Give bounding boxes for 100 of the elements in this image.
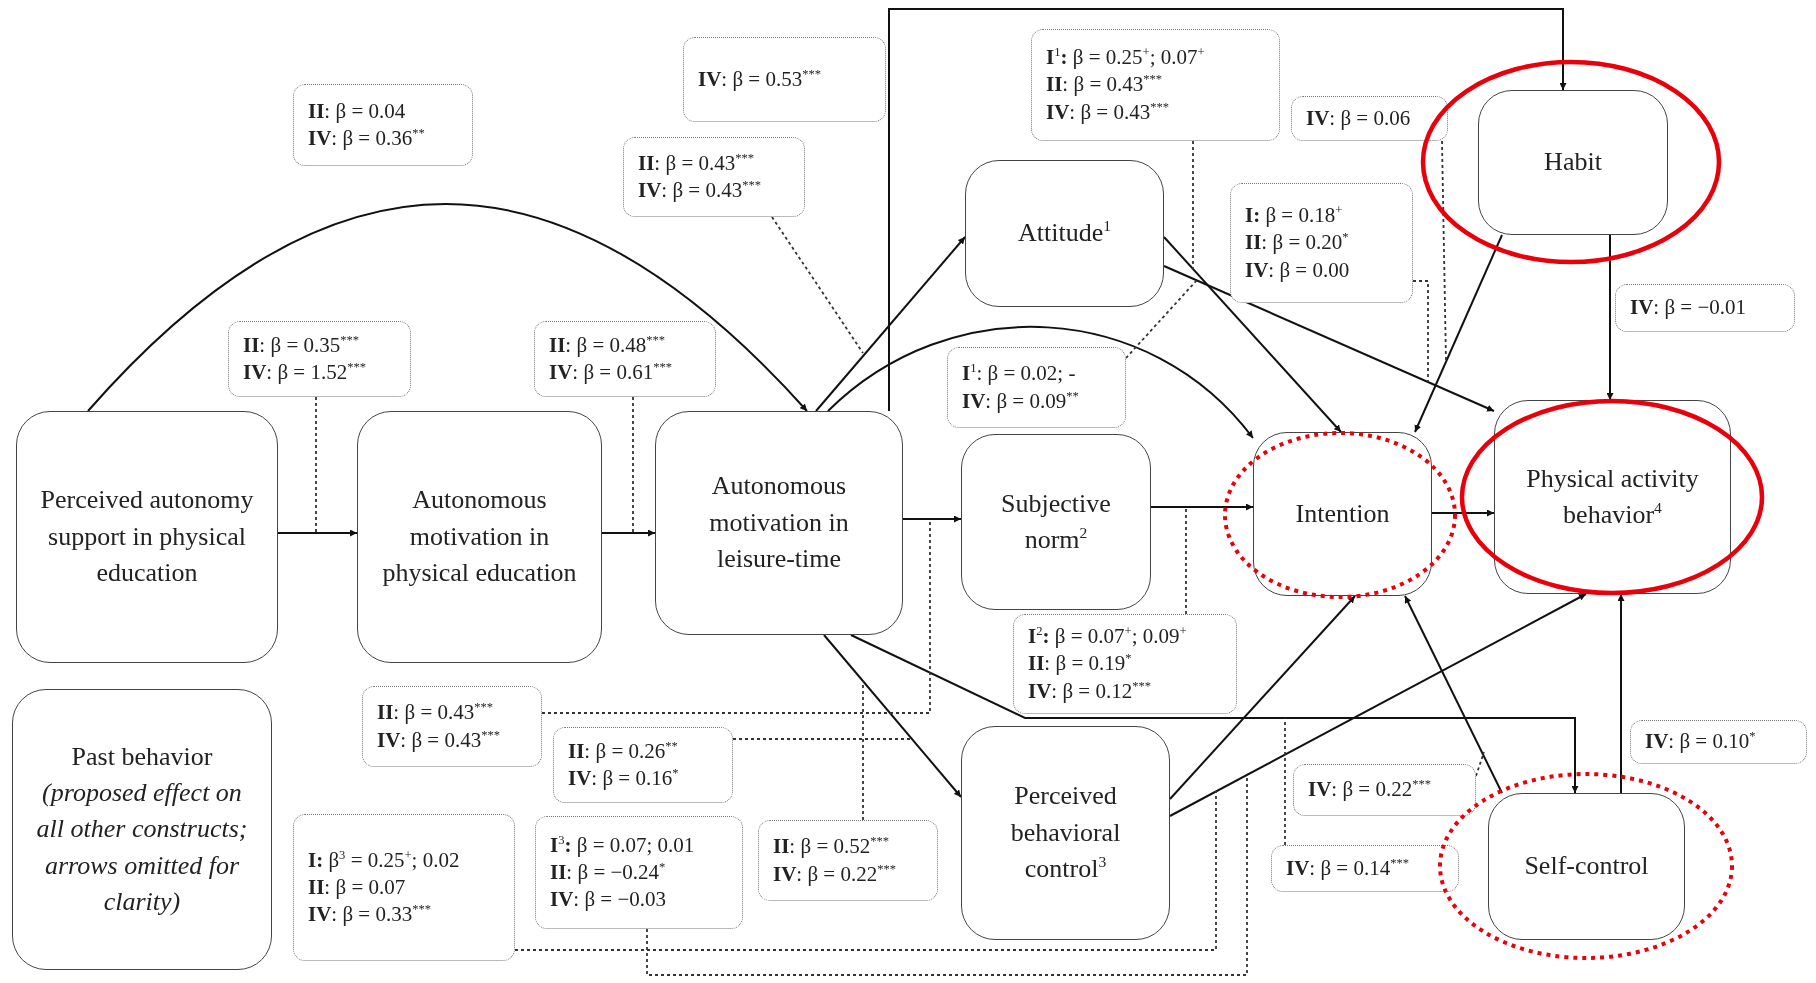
arrow bbox=[1617, 593, 1625, 794]
coefficient-box bbox=[1615, 284, 1795, 332]
construct-box bbox=[965, 160, 1164, 307]
coefficient-box bbox=[1271, 845, 1459, 892]
path-coefficient: IV: β = 0.43$^{***}$ bbox=[377, 726, 501, 754]
coefficient-box bbox=[293, 814, 515, 961]
path-coefficient: IV: β = 1.52$^{***}$ bbox=[243, 359, 367, 386]
path-coefficient: IV: β = 0.00 bbox=[1245, 256, 1350, 284]
construct-label: Past behavior bbox=[71, 740, 213, 773]
arrow bbox=[1150, 503, 1254, 511]
coefficient-box bbox=[293, 84, 473, 166]
construct-box bbox=[12, 689, 272, 970]
path-coefficient: I: β$^{3}$ = 0.25$^{+}$; 0.02 bbox=[308, 846, 460, 874]
leader-line bbox=[771, 216, 864, 354]
construct-box bbox=[357, 411, 602, 663]
path-coefficient: IV: β = 0.16$^{*}$ bbox=[568, 765, 679, 792]
path-coefficient: IV: β = 0.61$^{***}$ bbox=[549, 359, 673, 386]
arrow bbox=[1163, 265, 1495, 412]
construct-label: (proposed effect on all other constructs; arrows omitted for clarity) bbox=[35, 776, 249, 919]
arrow bbox=[601, 529, 656, 537]
leader-line bbox=[1475, 751, 1485, 777]
construct-box bbox=[961, 726, 1170, 940]
arrow bbox=[1606, 234, 1614, 401]
path-coefficient: II: β = 0.26$^{**}$ bbox=[568, 737, 678, 765]
construct-box bbox=[1488, 793, 1685, 940]
construct-label: Autonomous motivation in leisure-time bbox=[708, 470, 850, 576]
construct-label: Autonomous motivation in physical education bbox=[381, 484, 578, 590]
leader-line bbox=[1185, 506, 1187, 615]
leader-line bbox=[315, 396, 317, 534]
arrow bbox=[827, 326, 1254, 439]
coefficient-box bbox=[1031, 29, 1280, 141]
path-coefficient: IV: β = 0.12$^{***}$ bbox=[1028, 677, 1152, 705]
path-coefficient: IV: β = 0.22$^{***}$ bbox=[773, 860, 897, 888]
construct-box bbox=[1478, 90, 1668, 235]
path-coefficient: II: β = 0.43$^{***}$ bbox=[1046, 71, 1163, 99]
construct-label: Subjective norm$^{2}$ bbox=[1000, 487, 1112, 556]
leader-line bbox=[1441, 140, 1447, 363]
path-coefficient: I$^{2}$: β = 0.07$^{+}$; 0.09$^{+}$ bbox=[1028, 623, 1187, 651]
leader-line bbox=[1125, 279, 1198, 359]
arrow bbox=[850, 634, 1579, 794]
leader-line bbox=[862, 680, 864, 821]
arrow bbox=[1169, 595, 1356, 800]
path-coefficient: II: β = 0.43$^{***}$ bbox=[377, 699, 494, 727]
construct-label: Perceived behavioral control$^{3}$ bbox=[1009, 780, 1122, 886]
arrow bbox=[1163, 236, 1342, 433]
construct-label: Self-control bbox=[1524, 850, 1649, 883]
coefficient-box bbox=[1630, 720, 1807, 764]
coefficient-box bbox=[683, 37, 886, 122]
arrow bbox=[815, 236, 966, 412]
arrow bbox=[277, 529, 358, 537]
path-coefficient: I: β = 0.18$^{+}$ bbox=[1245, 202, 1343, 230]
construct-box bbox=[16, 411, 278, 663]
path-coefficient: IV: β = 0.43$^{***}$ bbox=[638, 177, 762, 204]
leader-line bbox=[632, 396, 634, 534]
coefficient-box bbox=[228, 321, 411, 397]
coefficient-box bbox=[534, 321, 716, 397]
construct-box bbox=[961, 434, 1151, 610]
path-coefficient: I$^{1}$: β = 0.02; - bbox=[962, 360, 1076, 388]
construct-label: Perceived autonomy support in physical education bbox=[39, 484, 255, 590]
coefficient-box bbox=[947, 347, 1126, 428]
path-coefficient: IV: β = 0.43$^{***}$ bbox=[1046, 98, 1170, 126]
construct-box bbox=[1494, 400, 1731, 594]
arrow bbox=[902, 515, 962, 523]
path-coefficient: II: β = 0.35$^{***}$ bbox=[243, 331, 360, 359]
leader-line bbox=[514, 790, 1217, 951]
leader-line bbox=[1284, 717, 1286, 846]
path-coefficient: I$^{3}$: β = 0.07; 0.01 bbox=[550, 831, 695, 859]
construct-box bbox=[1253, 432, 1432, 596]
construct-label: Habit bbox=[1544, 146, 1602, 179]
arrow bbox=[823, 634, 962, 798]
construct-label: Physical activity behavior$^{4}$ bbox=[1525, 462, 1700, 531]
coefficient-box bbox=[1293, 764, 1476, 816]
coefficient-box bbox=[1230, 183, 1413, 303]
coefficient-box bbox=[535, 816, 743, 929]
path-coefficient: IV: β = 0.36$^{**}$ bbox=[308, 125, 425, 152]
path-coefficient: IV: β = 0.10$^{*}$ bbox=[1645, 728, 1756, 756]
path-coefficient: IV: β = 0.33$^{***}$ bbox=[308, 901, 432, 929]
path-coefficient: II: β = 0.52$^{***}$ bbox=[773, 833, 890, 861]
arrow bbox=[888, 8, 1567, 412]
arrow bbox=[1169, 593, 1587, 817]
coefficient-box bbox=[553, 727, 733, 803]
leader-line bbox=[1192, 140, 1194, 270]
arrow bbox=[1404, 595, 1503, 794]
coefficient-box bbox=[623, 137, 805, 217]
path-coefficient: IV: β = −0.03 bbox=[550, 886, 667, 914]
path-coefficient: II: β = 0.07 bbox=[308, 873, 406, 901]
construct-label: Attitude$^{1}$ bbox=[1018, 216, 1111, 250]
path-coefficient: II: β = 0.43$^{***}$ bbox=[638, 149, 755, 177]
coefficient-box bbox=[1291, 96, 1448, 141]
path-coefficient: IV: β = 0.09$^{**}$ bbox=[962, 387, 1079, 415]
leader-line bbox=[1412, 280, 1429, 383]
arrow bbox=[1431, 509, 1495, 517]
coefficient-box bbox=[1013, 614, 1237, 714]
leader-line bbox=[732, 738, 913, 740]
path-coefficient: IV: β = 0.14$^{***}$ bbox=[1286, 854, 1410, 882]
coefficient-box bbox=[758, 820, 938, 901]
path-coefficient: II: β = 0.19$^{*}$ bbox=[1028, 650, 1132, 678]
path-coefficient: II: β = 0.20$^{*}$ bbox=[1245, 229, 1349, 257]
path-coefficient: IV: β = −0.01 bbox=[1630, 294, 1747, 322]
path-coefficient: IV: β = 0.53$^{***}$ bbox=[698, 65, 822, 93]
